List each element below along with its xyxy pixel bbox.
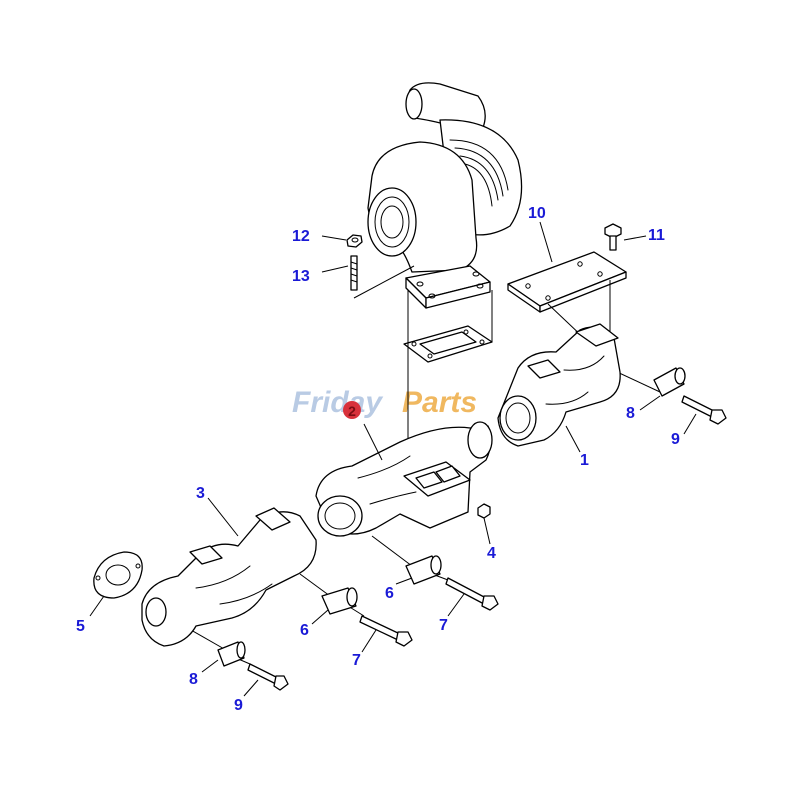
stud-13: [350, 255, 358, 291]
heat-shield-plate-10: [507, 251, 627, 313]
spacer-8-left: [217, 641, 246, 667]
turbocharger: [367, 82, 523, 309]
exhaust-manifold-1: [497, 323, 621, 447]
watermark-brand-second: Parts: [402, 386, 477, 419]
callout-4: 4: [487, 545, 496, 562]
bolt-9-right: [681, 395, 727, 425]
callout-8-right: 8: [626, 405, 635, 422]
spacer-6-right: [405, 555, 442, 585]
callout-leaders: [89, 221, 697, 697]
highlight-marker-label: 2: [348, 403, 356, 419]
nut-4: [477, 503, 491, 519]
bolt-11: [604, 223, 622, 251]
bolt-7-right: [445, 577, 499, 611]
exhaust-manifold-3: [141, 507, 317, 647]
callout-1: 1: [580, 452, 589, 469]
highlight-marker-part-2: 2: [343, 401, 361, 419]
callout-9-right: 9: [671, 431, 680, 448]
callout-8-left: 8: [189, 671, 198, 688]
callout-6-center: 6: [385, 585, 394, 602]
exhaust-manifold-2: [315, 421, 493, 537]
callout-9-left: 9: [234, 697, 243, 714]
callout-7-center: 7: [439, 617, 448, 634]
callout-11: 11: [648, 227, 665, 244]
watermark: Friday Parts: [292, 386, 477, 419]
watermark-brand-first: Friday: [292, 386, 383, 419]
nut-12: [346, 234, 363, 248]
callout-7-left: 7: [352, 652, 361, 669]
callout-labels: 12 13 10 11 8 9 1 3 4 5 6 7 6 7 8 9: [76, 205, 680, 714]
callout-12: 12: [292, 228, 310, 245]
callout-13: 13: [292, 268, 310, 285]
assembly-lines: [169, 265, 661, 665]
turbo-gasket: [403, 325, 493, 363]
callout-3: 3: [196, 485, 205, 502]
callout-5: 5: [76, 618, 85, 635]
spacer-8-right: [653, 367, 686, 397]
bolt-9-left: [247, 663, 289, 691]
gasket-5: [93, 551, 143, 599]
callout-6-left: 6: [300, 622, 309, 639]
spacer-6-left: [321, 587, 358, 615]
bolt-7-left: [359, 615, 413, 647]
callout-10: 10: [528, 205, 546, 222]
